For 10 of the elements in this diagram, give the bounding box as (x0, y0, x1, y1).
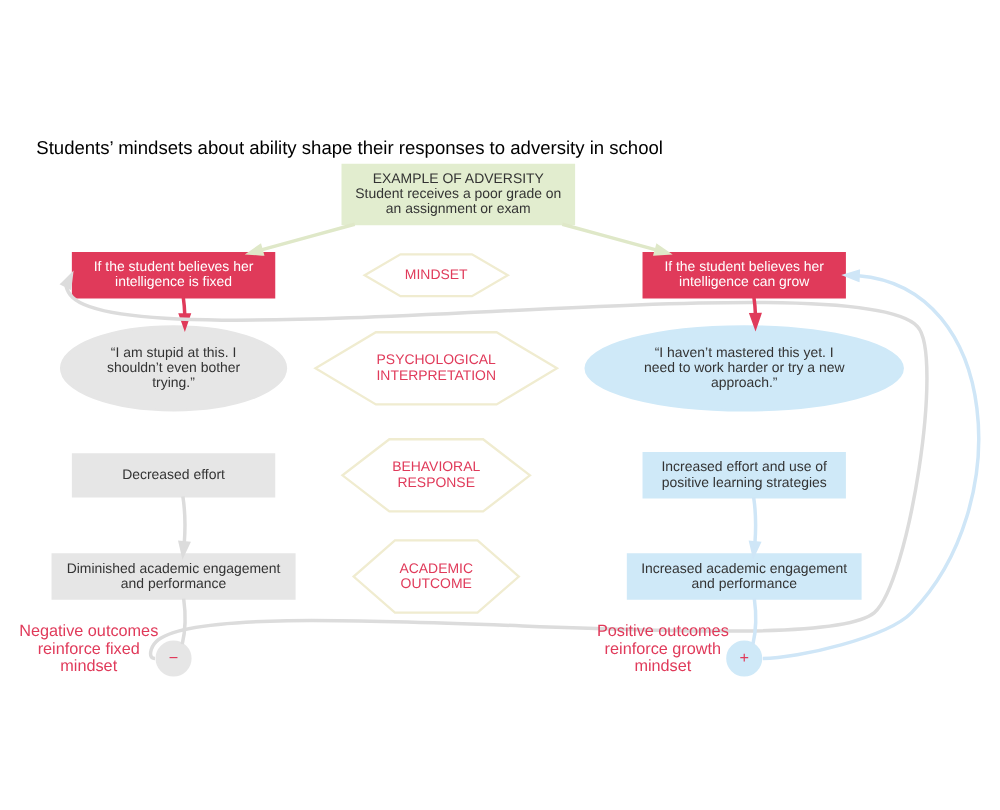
arrow (178, 496, 191, 560)
arrow (561, 222, 673, 256)
arrow (762, 269, 981, 661)
connector (751, 598, 758, 645)
arrow (748, 497, 762, 560)
arrow (244, 222, 356, 256)
arrow (748, 297, 762, 332)
diagram-title: Students’ mindsets about ability shape their responses to adversity in school (36, 138, 663, 159)
arrow (59, 270, 929, 659)
connector (180, 598, 187, 645)
